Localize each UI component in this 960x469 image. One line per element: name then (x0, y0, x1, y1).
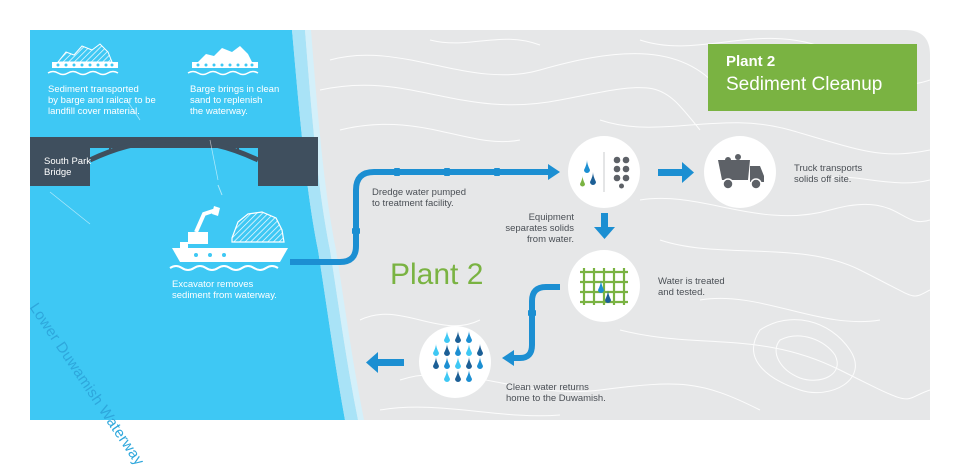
label-equipment: Equipment separates solids from water. (505, 212, 574, 245)
water-drop (444, 357, 450, 369)
title-box: Plant 2 Sediment Cleanup (708, 44, 917, 111)
water-drop (444, 370, 450, 382)
water-drop (466, 370, 472, 382)
dredge-pipe (290, 164, 560, 265)
water-drop (455, 357, 461, 369)
diagram-canvas (30, 30, 931, 420)
water-drop (477, 344, 483, 356)
label-clean-water: Clean water returns home to the Duwamish… (506, 382, 606, 404)
separator-icon (568, 136, 640, 208)
label-excavator: Excavator removes sediment from waterway… (172, 279, 277, 301)
water-drop (466, 331, 472, 343)
water-drop (455, 344, 461, 356)
excavator-boat-icon (169, 206, 288, 271)
water-drop (466, 357, 472, 369)
title-line2: Sediment Cleanup (726, 74, 883, 95)
title-line1: Plant 2 (726, 53, 776, 70)
water-drops-icon (419, 326, 491, 398)
label-barge-railcar: Sediment transported by barge and railca… (48, 84, 156, 117)
water-drop (466, 344, 472, 356)
barge-icon (187, 46, 259, 76)
plant-label: Plant 2 (390, 258, 484, 291)
label-barge-sand: Barge brings in clean sand to replenish … (190, 84, 280, 117)
infographic: Sediment transported by barge and railca… (26, 30, 931, 469)
water-drop (477, 357, 483, 369)
label-dredge-water: Dredge water pumped to treatment facilit… (372, 187, 466, 209)
label-bridge: South Park Bridge (44, 156, 91, 178)
label-treated: Water is treated and tested. (658, 276, 725, 298)
arrow-to-treatment (594, 213, 615, 239)
waterway-edge (292, 30, 358, 420)
filter-grid-icon (568, 250, 640, 322)
truck-icon (704, 136, 776, 208)
arrow-to-truck (658, 162, 694, 183)
water-drop (444, 331, 450, 343)
barge-icon (47, 43, 119, 76)
arrow-exit (366, 352, 404, 373)
water-drop (455, 331, 461, 343)
waterway (30, 30, 345, 420)
return-pipe (502, 284, 560, 366)
water-drop (433, 357, 439, 369)
water-drop (455, 370, 461, 382)
water-drop (433, 344, 439, 356)
bridge-icon (30, 137, 318, 196)
water-drop (444, 344, 450, 356)
label-truck: Truck transports solids off site. (794, 163, 863, 185)
